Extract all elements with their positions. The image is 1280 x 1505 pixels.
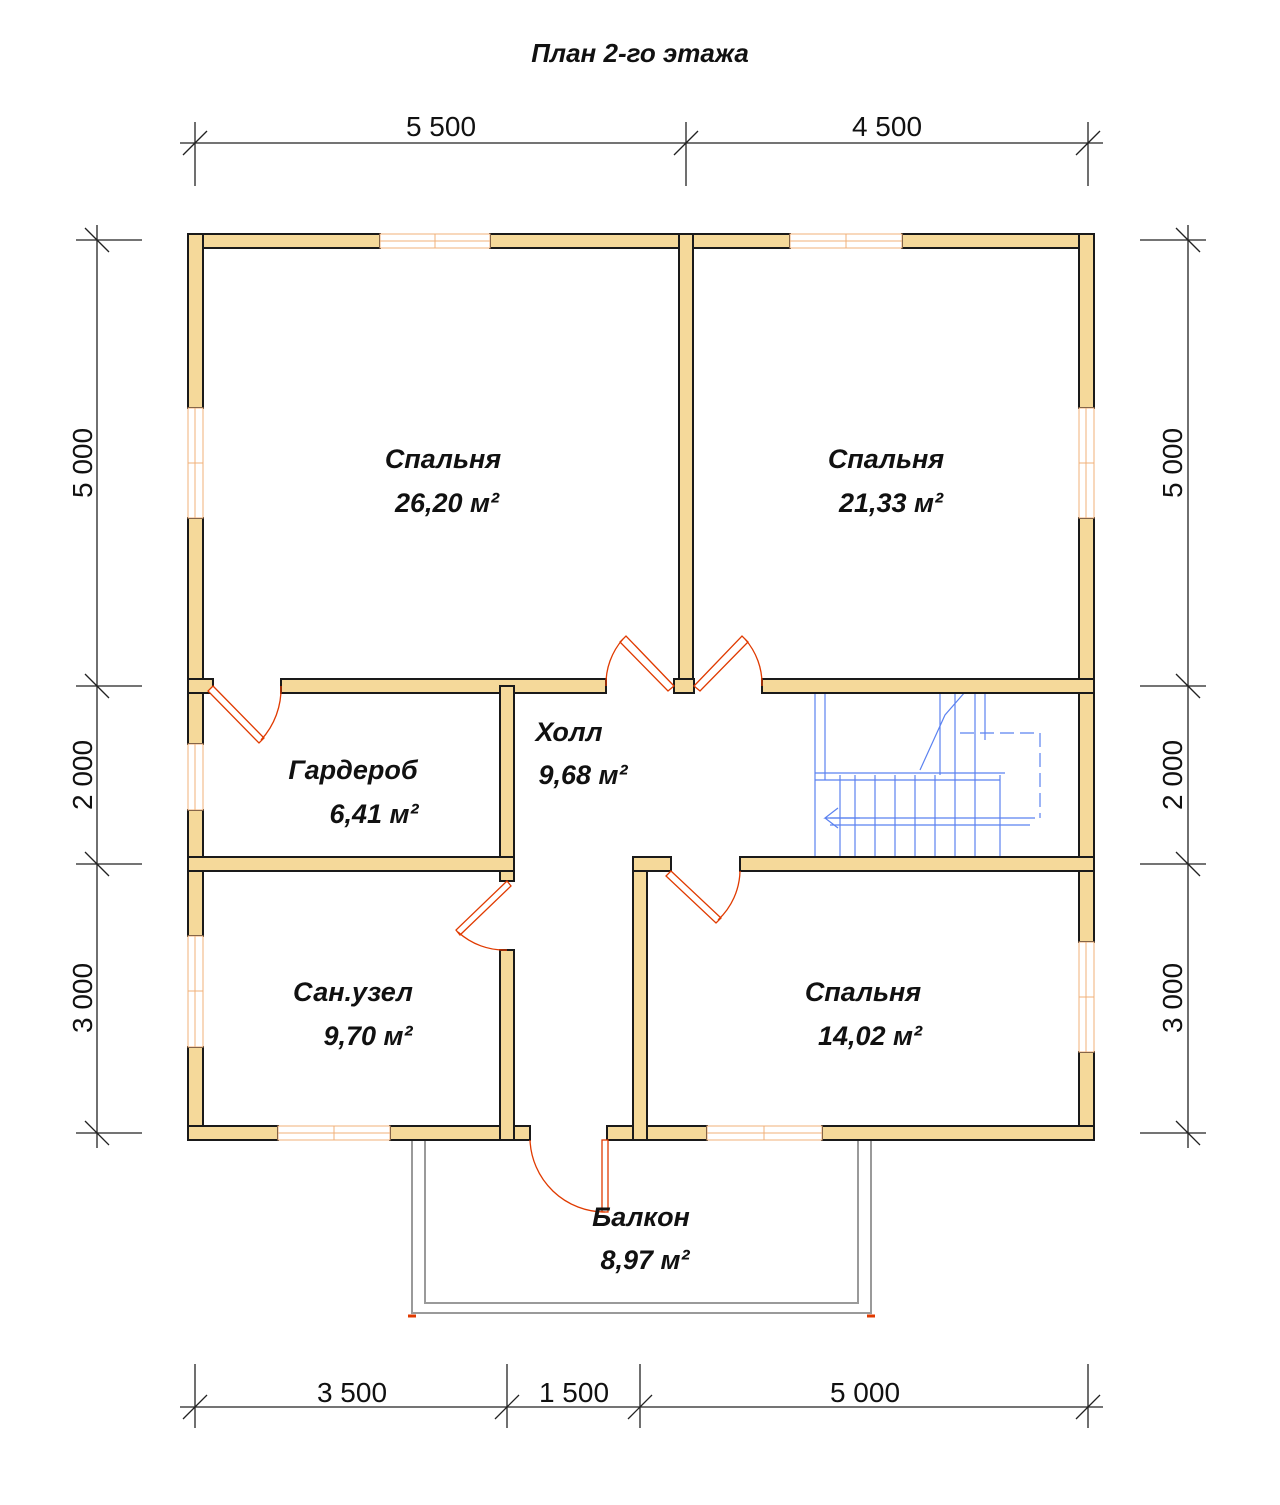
room-wardrobe-area: 6,41 м²: [329, 799, 419, 829]
balcony-railing: [408, 1140, 875, 1318]
dim-left-1: 5 000: [67, 428, 98, 498]
room-bathroom-name: Сан.узел: [293, 977, 413, 1007]
room-bedroom-1-area: 26,20 м²: [394, 488, 500, 518]
room-bedroom-2-area: 21,33 м²: [838, 488, 944, 518]
dim-bottom-2: 1 500: [539, 1377, 609, 1408]
room-bedroom-1-name: Спальня: [385, 444, 501, 474]
dim-right-2: 2 000: [1157, 740, 1188, 810]
dim-top-1: 5 500: [406, 111, 476, 142]
room-labels: Спальня 26,20 м² Спальня 21,33 м² Холл 9…: [288, 444, 944, 1275]
doors: [207, 635, 763, 1213]
room-bedroom-3-name: Спальня: [805, 977, 921, 1007]
dimension-top: 5 500 4 500: [180, 111, 1103, 186]
dim-right-3: 3 000: [1157, 963, 1188, 1033]
room-balcony-name: Балкон: [592, 1202, 690, 1232]
dimension-right: 5 000 2 000 3 000: [1140, 225, 1206, 1148]
room-bedroom-3-area: 14,02 м²: [818, 1021, 923, 1051]
staircase: [814, 691, 1081, 859]
dimension-left: 5 000 2 000 3 000: [67, 225, 142, 1148]
room-wardrobe-name: Гардероб: [288, 755, 418, 785]
room-balcony-area: 8,97 м²: [600, 1245, 690, 1275]
dim-left-2: 2 000: [67, 740, 98, 810]
dim-top-2: 4 500: [852, 111, 922, 142]
room-hall-area: 9,68 м²: [538, 760, 628, 790]
dim-bottom-1: 3 500: [317, 1377, 387, 1408]
dim-bottom-3: 5 000: [830, 1377, 900, 1408]
dimension-bottom: 3 500 1 500 5 000: [180, 1364, 1103, 1428]
room-hall-name: Холл: [533, 717, 602, 747]
walls: [187, 233, 1095, 1141]
dim-right-1: 5 000: [1157, 428, 1188, 498]
dim-left-3: 3 000: [67, 963, 98, 1033]
plan-title: План 2-го этажа: [531, 38, 749, 68]
windows: [187, 233, 1095, 1141]
room-bedroom-2-name: Спальня: [828, 444, 944, 474]
room-bathroom-area: 9,70 м²: [323, 1021, 413, 1051]
